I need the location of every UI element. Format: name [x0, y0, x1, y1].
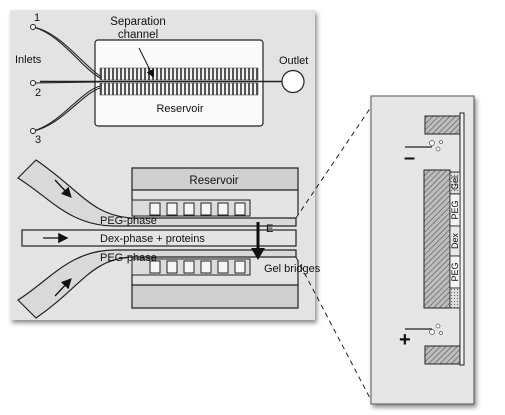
- separation-channel-label-line1: Separation: [110, 16, 166, 28]
- upper-gel-bridge-array: [99, 67, 259, 81]
- inlet-2-port: [30, 80, 36, 86]
- inlet-2-channel: [32, 81, 101, 84]
- cs-gel-label: Gel: [450, 176, 460, 190]
- anode-plus-label: +: [399, 329, 411, 351]
- cross-section-panel: – + Gel PEG Dex PEG: [370, 95, 475, 405]
- outlet-circle: [281, 69, 305, 94]
- inlet-3-label: 3: [35, 134, 41, 146]
- cs-peg-lower-label: PEG: [450, 262, 460, 281]
- chip-overview: Separation channel Inlets 1 2 3 Outlet R…: [15, 12, 308, 146]
- outlet-label: Outlet: [279, 55, 308, 67]
- gel-layer-bottom: [449, 287, 461, 309]
- inlet-3-port: [30, 128, 36, 134]
- cs-dex-label: Dex: [450, 233, 460, 250]
- lower-peg-channel: [17, 249, 297, 319]
- upper-gel-bridges: [149, 202, 246, 216]
- separation-channel-pointer: [138, 47, 154, 78]
- bottom-electrode-reservoir: [424, 345, 461, 365]
- substrate-wall: [459, 112, 465, 366]
- bottom-electrode-bubbles: [429, 323, 443, 335]
- inlet-1-port: [30, 24, 36, 30]
- reservoir-label-zoom: Reservoir: [189, 175, 238, 187]
- top-electrode-reservoir: [424, 115, 461, 135]
- lower-gel-bridge-array: [99, 82, 259, 96]
- upper-peg-channel: [17, 159, 297, 227]
- cathode-minus-label: –: [404, 147, 415, 169]
- reservoir-label-overview: Reservoir: [156, 103, 203, 115]
- inlets-label: Inlets: [15, 54, 42, 66]
- cs-peg-upper-label: PEG: [450, 200, 460, 219]
- electric-field-label: E: [266, 223, 273, 235]
- peg-phase-lower-label: PEG-phase: [100, 252, 157, 264]
- zoom-line-top: [295, 106, 372, 219]
- lower-peg-flow-arrow: [54, 278, 72, 297]
- lower-gel-bridges: [149, 260, 246, 274]
- inlet-2-label: 2: [35, 87, 41, 99]
- inlet-1-label: 1: [34, 12, 40, 24]
- dex-phase-label: Dex-phase + proteins: [100, 233, 205, 245]
- upper-peg-flow-arrow: [54, 179, 72, 198]
- top-electrode-bubbles: [429, 140, 443, 152]
- gel-bridges-label: Gel bridges: [264, 263, 321, 275]
- central-block: [423, 169, 451, 309]
- peg-phase-upper-label: PEG-phase: [100, 215, 157, 227]
- electric-field-arrow-head: [251, 248, 265, 260]
- lower-reservoir-block: [131, 284, 299, 309]
- channel-zoom: Reservoir PEG-phase Dex-phase + proteins…: [17, 159, 321, 319]
- separation-channel-label-line2: channel: [118, 29, 158, 41]
- dex-channel: [21, 229, 297, 247]
